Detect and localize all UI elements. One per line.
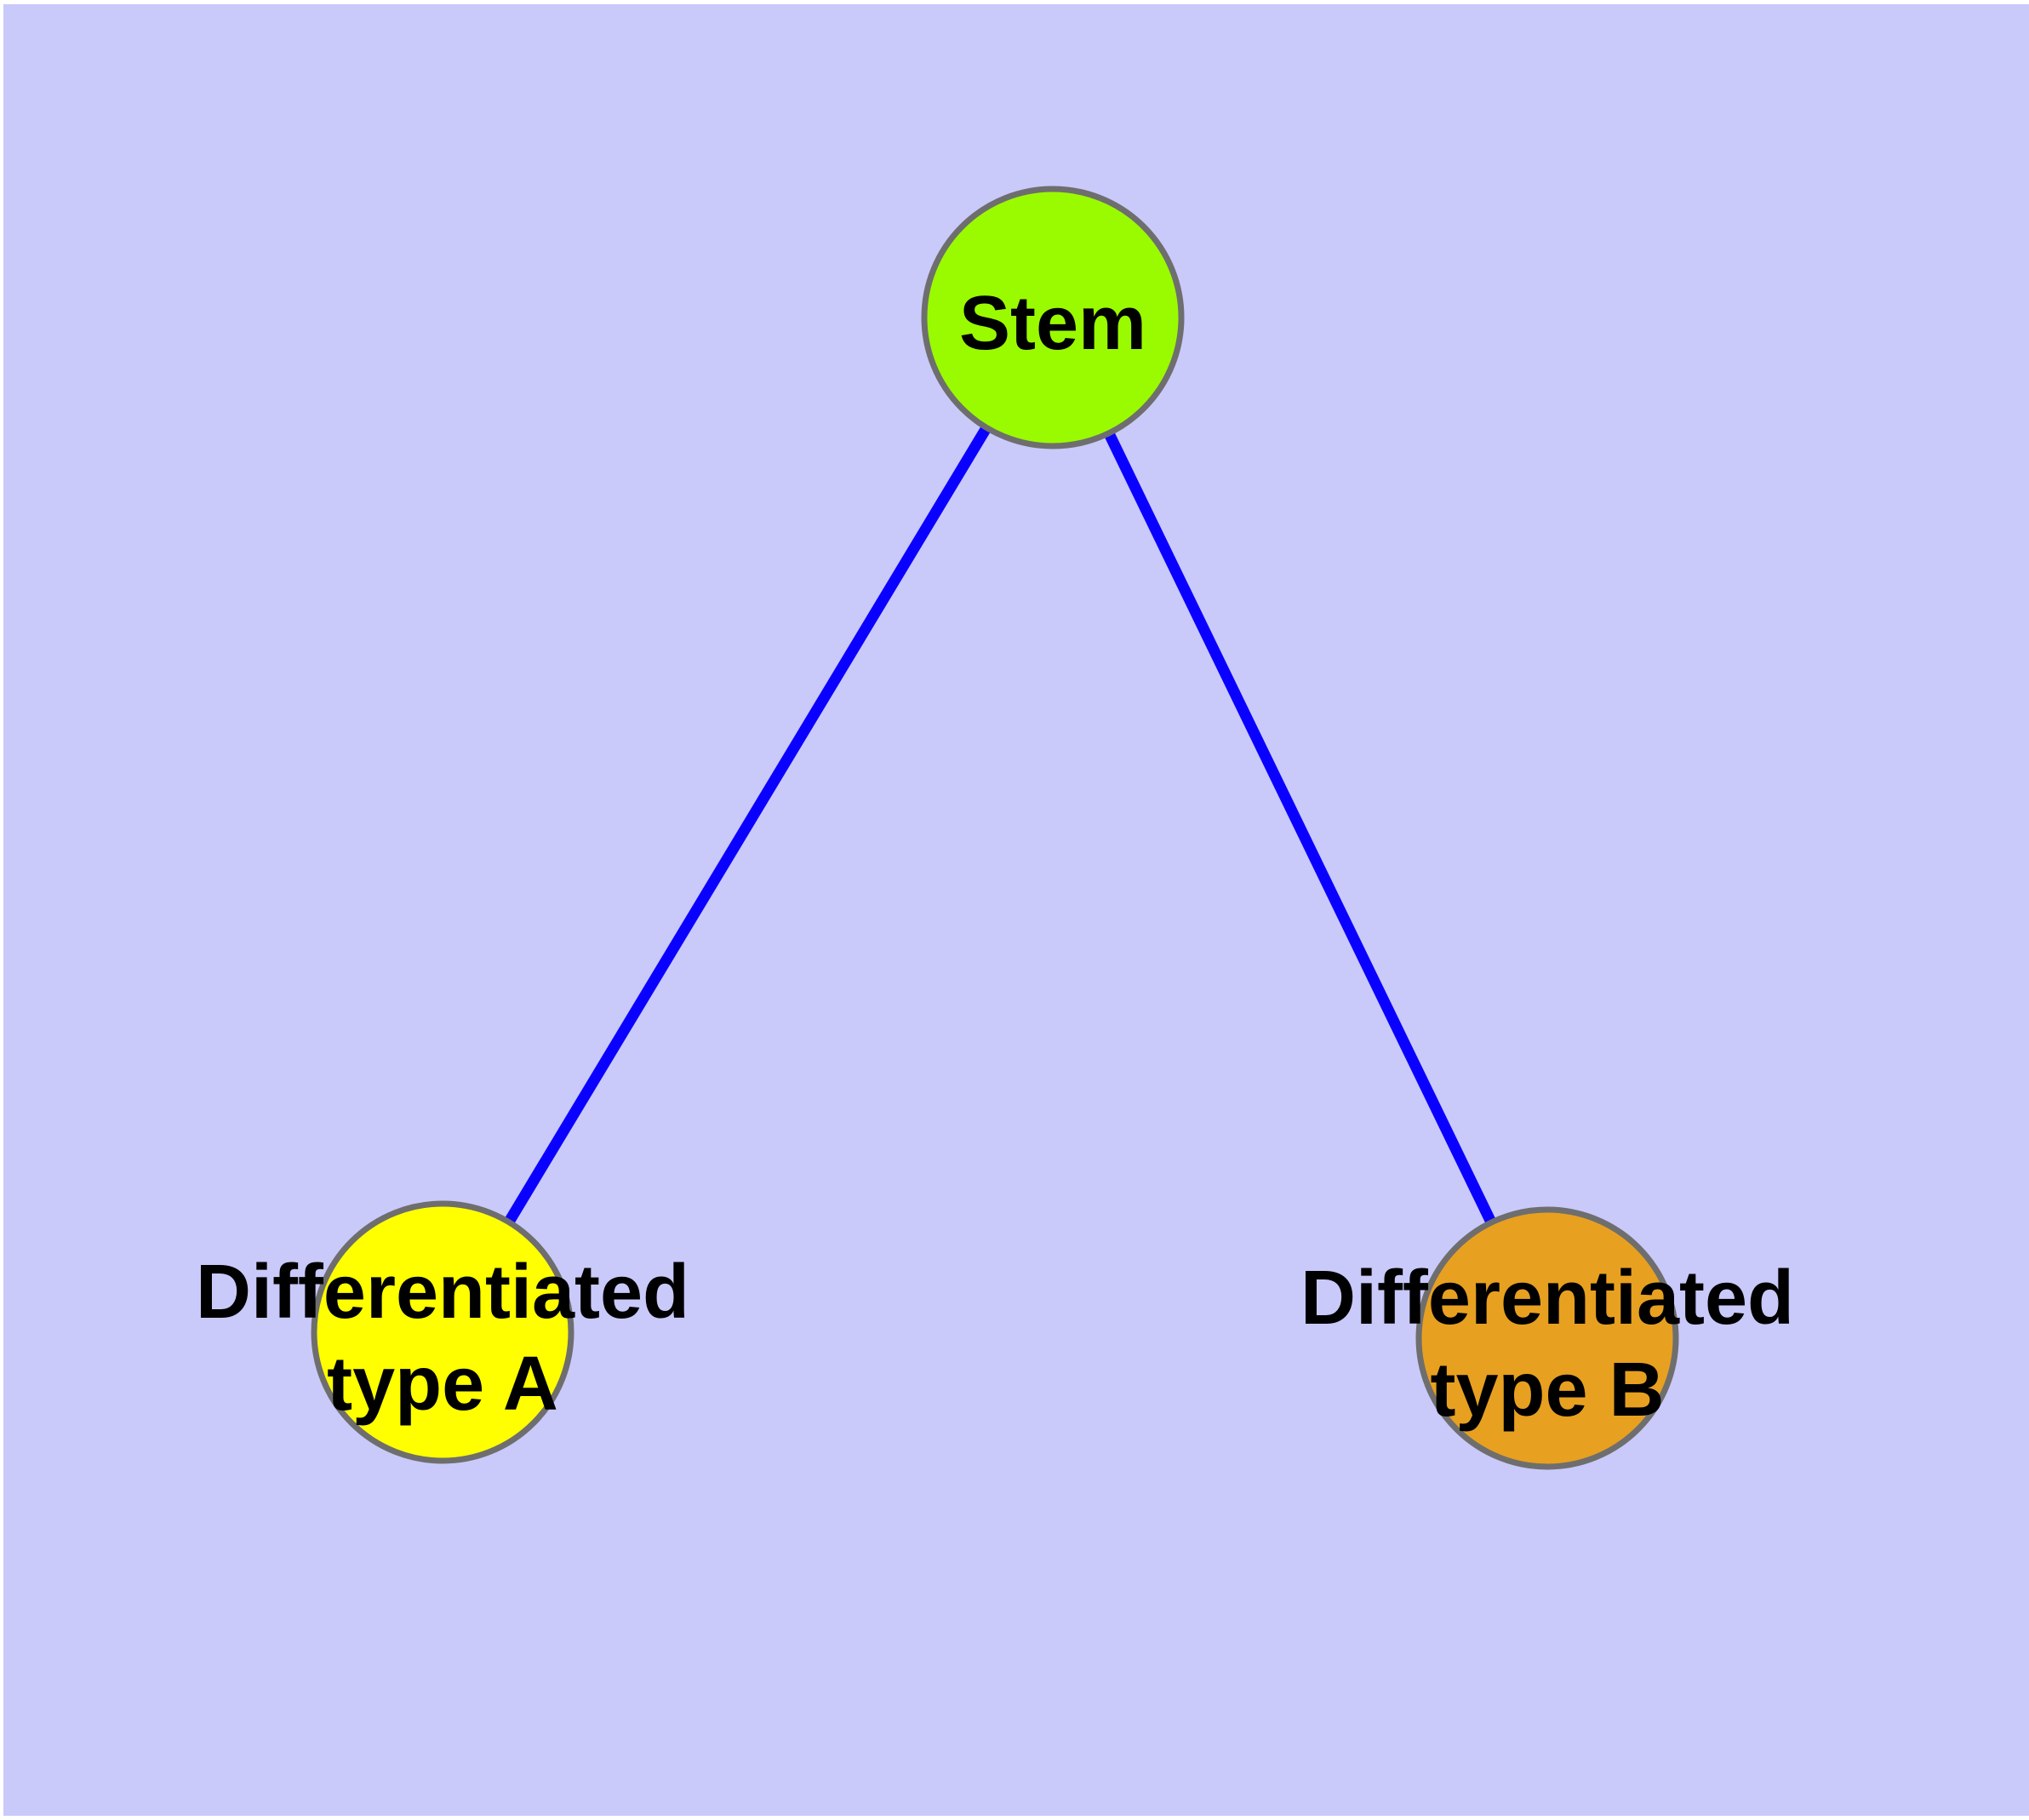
node-stem-label: Stem xyxy=(959,281,1146,366)
node-differentiated-type-b-label-line1: Differentiated xyxy=(1300,1256,1794,1341)
node-differentiated-type-a: Differentiated type A xyxy=(196,1200,689,1464)
node-differentiated-type-a-label-line2: type A xyxy=(327,1342,558,1427)
edge-stem-to-type-b xyxy=(1048,315,1552,1341)
edge-stem-to-type-a xyxy=(437,314,1058,1336)
node-differentiated-type-a-circle xyxy=(311,1200,574,1464)
edges xyxy=(437,314,1552,1341)
node-differentiated-type-b-label-line2: type B xyxy=(1430,1348,1664,1433)
node-stem-circle xyxy=(921,186,1185,449)
node-stem: Stem xyxy=(921,186,1185,449)
node-differentiated-type-a-label-line1: Differentiated xyxy=(196,1250,689,1335)
node-differentiated-type-b-circle xyxy=(1415,1206,1679,1470)
node-differentiated-type-b: Differentiated type B xyxy=(1300,1206,1794,1470)
